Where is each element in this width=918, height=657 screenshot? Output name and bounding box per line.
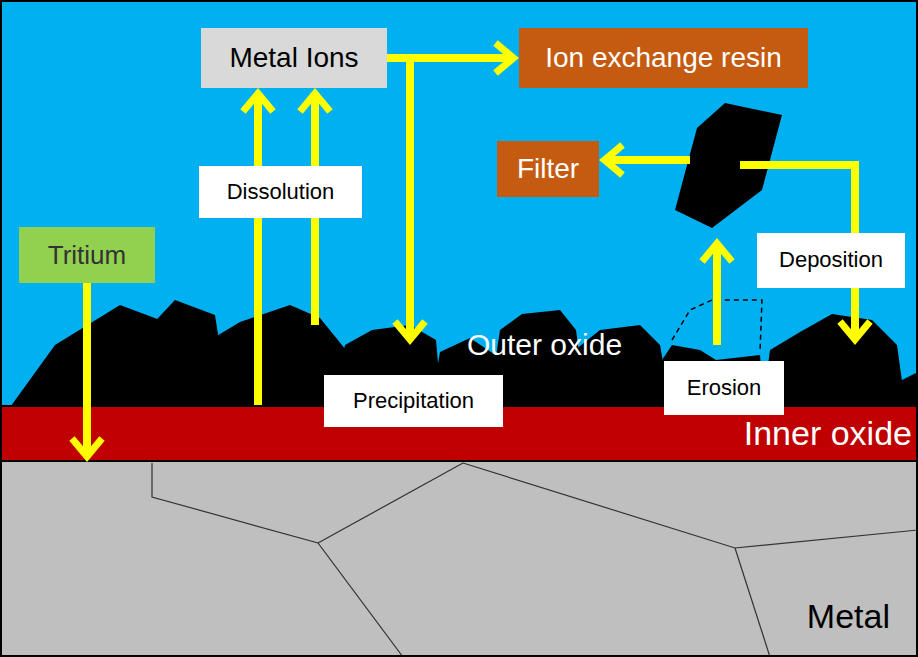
node-text: Dissolution [227,180,335,204]
ion-box: Metal Ions [201,28,387,88]
flow-arrow [387,54,514,62]
layer-label: Outer oxide [467,328,622,361]
flow-arrow [83,283,91,457]
node-text: Metal Ions [229,43,358,74]
resin-box: Ion exchange resin [519,28,808,88]
process-arrows [315,58,855,345]
node-text: Erosion [687,376,762,400]
erosion-arrow [713,243,721,345]
node-text: Ion exchange resin [545,43,782,74]
node-text: Filter [517,154,579,185]
process-label-box: Erosion [664,361,784,415]
filter-arrow [604,156,690,164]
process-label-box: Dissolution [199,166,362,218]
tritium-box: Tritium [19,227,155,283]
precipitation-arrow [406,58,414,340]
water-area [0,0,918,420]
oxide-crystal [8,305,160,410]
node-text: Metal [807,598,890,635]
flow-arrow [254,93,262,405]
process-label-box: Deposition [757,233,905,288]
filter-box: Filter [497,141,599,197]
metal-region: Metal [0,462,918,657]
process-label-box: Precipitation [324,375,503,427]
node-text: Tritium [48,241,126,270]
node-text: Precipitation [353,389,474,413]
node-text: Inner oxide [744,415,912,452]
node-text: Deposition [779,248,883,272]
